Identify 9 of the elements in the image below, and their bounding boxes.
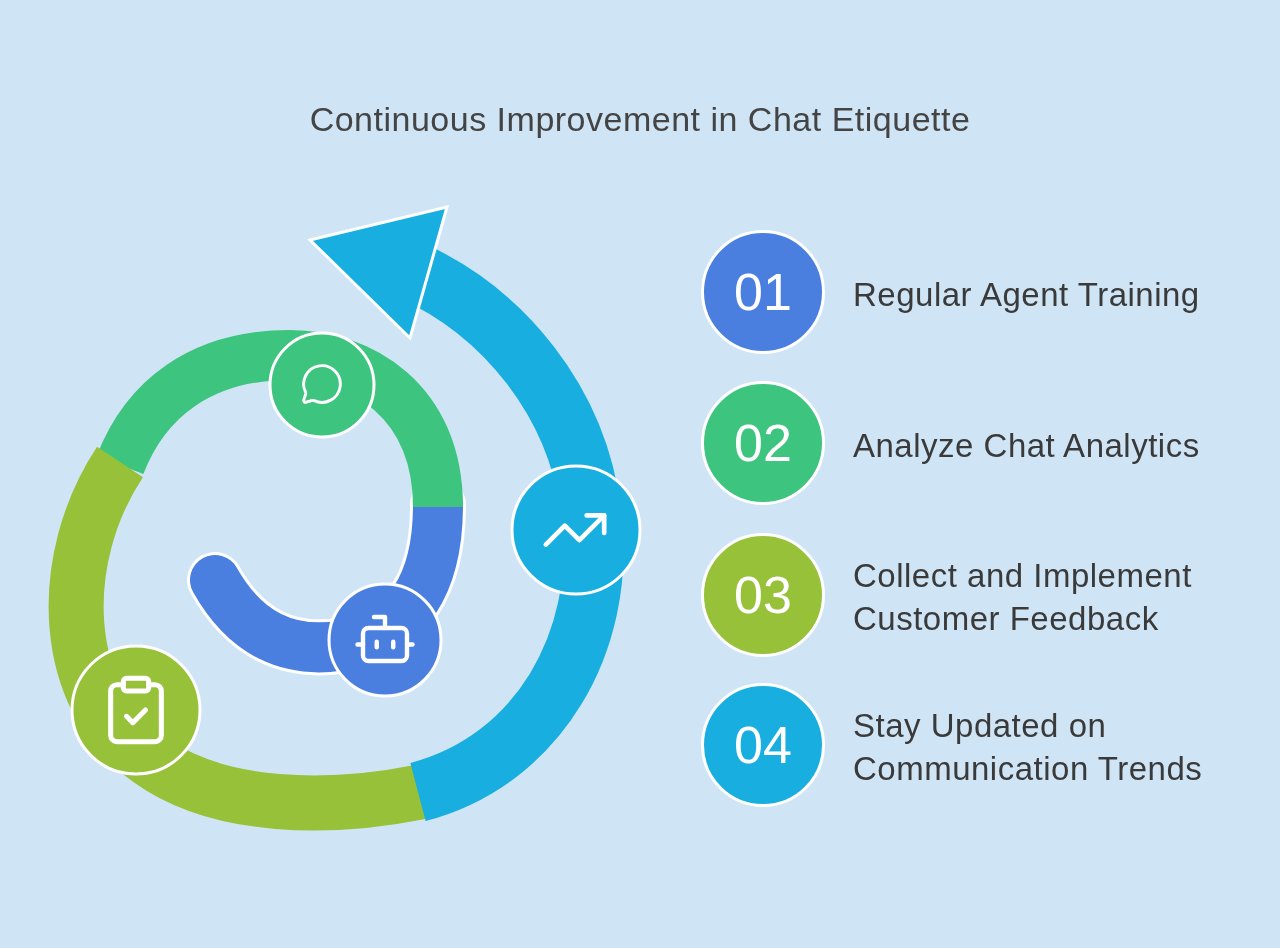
number-circle: 04	[701, 683, 825, 807]
number-circle: 03	[701, 533, 825, 657]
number-circle: 01	[701, 230, 825, 354]
number-circle: 02	[701, 381, 825, 505]
step-label: Analyze Chat Analytics	[853, 425, 1201, 466]
step-label: Stay Updated on Communication Trends	[853, 706, 1204, 789]
step-label: Collect and Implement Customer Feedback	[853, 556, 1193, 639]
step-label: Regular Agent Training	[853, 274, 1201, 315]
diagram-title: Continuous Improvement in Chat Etiquette	[309, 100, 971, 139]
